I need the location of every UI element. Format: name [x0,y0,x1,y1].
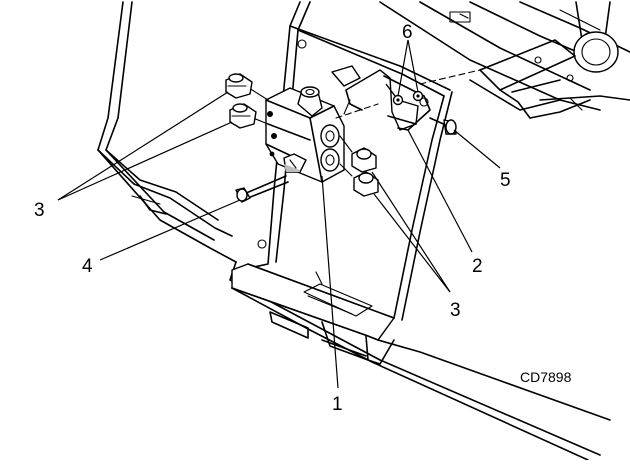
callout-part-1: 1 [332,394,343,415]
bolt-part-4 [235,175,289,203]
leader-lines [57,39,501,389]
manifold-block-part-1 [265,86,345,183]
callout-part-6: 6 [402,22,413,43]
callout-part-2: 2 [472,256,483,277]
grease-fittings-left [225,73,269,129]
assembly-lines [335,69,481,119]
callout-labels: 3 4 1 3 2 5 6 CD7898 [34,22,572,415]
figure-code: CD7898 [520,369,572,385]
callout-part-3-left: 3 [34,200,45,221]
bolt-part-5 [429,117,457,135]
callout-part-3-right: 3 [450,300,461,321]
callout-part-5: 5 [500,170,511,191]
callout-part-4: 4 [82,256,93,277]
grease-fittings-right [339,135,379,197]
mounting-plate [231,1,453,365]
upper-structure [379,1,630,119]
